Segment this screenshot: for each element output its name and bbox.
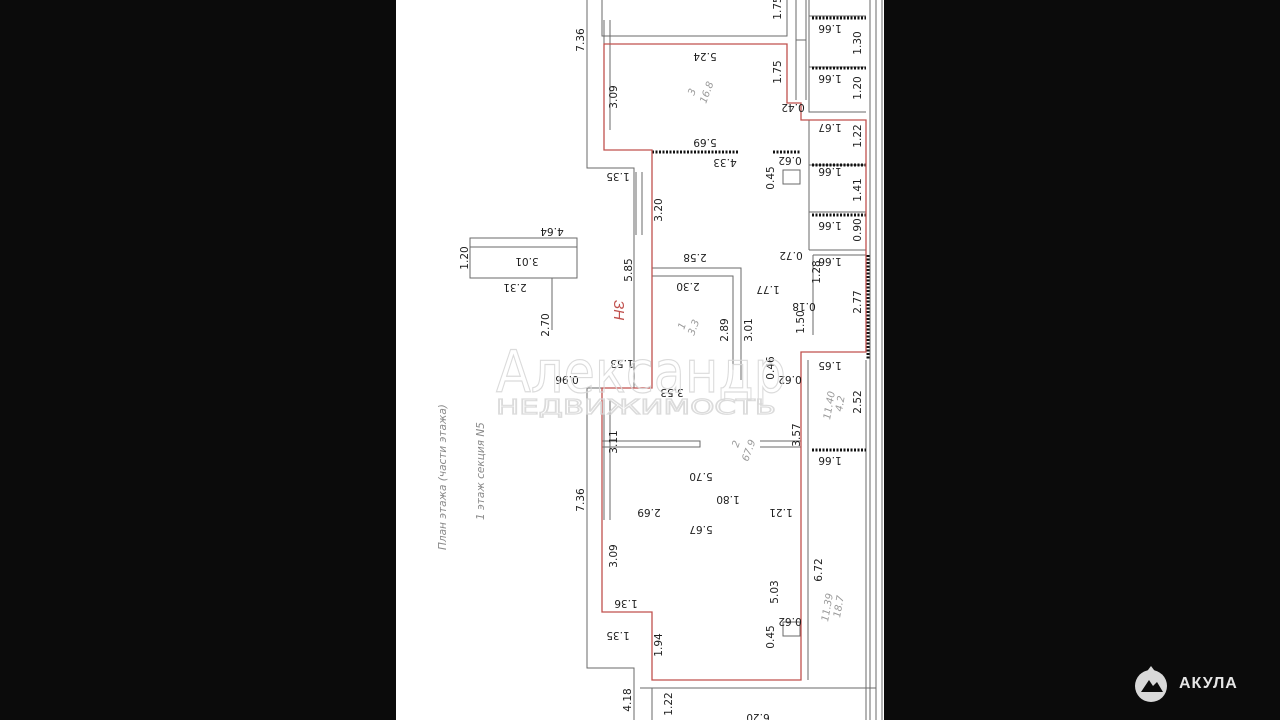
dimension-label: 4.64	[540, 225, 564, 237]
dimension-label: 2.89	[719, 318, 731, 341]
dimension-label: 0.96	[555, 373, 579, 385]
dimension-label: 1.67	[818, 121, 841, 133]
room-number: 11.40	[822, 390, 838, 420]
dimension-label: 1.53	[610, 357, 633, 369]
hatched-walls	[652, 16, 870, 452]
dimension-label: 5.67	[689, 523, 712, 535]
dimension-label: 1.66	[818, 454, 842, 466]
dimension-label: 3.53	[660, 386, 683, 398]
room-area: 18.7	[832, 594, 847, 618]
dimension-label: 1.80	[716, 493, 739, 505]
unit-outline	[601, 43, 867, 681]
dimension-label: 2.77	[852, 290, 864, 313]
dimension-label: 1.66	[818, 219, 842, 231]
dimension-label: 0.62	[778, 154, 801, 166]
dimension-label: 3.01	[515, 255, 538, 267]
dimension-label: 7.36	[575, 488, 587, 512]
dimension-label: 1.22	[852, 124, 864, 147]
dimension-label: 1.36	[614, 597, 638, 609]
room-area: 4.2	[834, 395, 848, 413]
room-number: 1	[676, 321, 689, 331]
dimension-label: 5.03	[769, 580, 781, 603]
dimension-label: 1.28	[811, 260, 823, 283]
dimension-label: 1.50	[795, 310, 807, 333]
dimensions-vertical: 7.36 1.75 1.75 3.09 1.30 1.20 1.22 1.41 …	[459, 0, 864, 716]
dimension-label: 3.01	[743, 318, 755, 341]
dimension-label: 1.66	[818, 255, 842, 267]
dimension-label: 1.22	[663, 692, 675, 715]
dimension-label: 2.30	[676, 280, 699, 292]
dimension-label: 1.77	[756, 283, 779, 295]
dimension-label: 1.75	[772, 0, 784, 20]
dimension-label: 6.20	[746, 711, 769, 720]
dimension-label: 0.62	[778, 615, 801, 627]
dimension-label: 2.69	[637, 506, 660, 518]
dimension-label: 3.09	[608, 85, 620, 108]
dimension-label: 1.66	[818, 72, 842, 84]
dimension-label: 1.65	[818, 359, 841, 371]
dimension-label: 7.36	[575, 28, 587, 52]
dimension-label: 4.33	[713, 156, 736, 168]
shark-logo-icon	[1135, 666, 1167, 702]
brand-logo: АКУЛА	[1133, 664, 1238, 704]
room-number: 3	[686, 87, 699, 97]
dimension-label: 0.62	[778, 373, 801, 385]
dimension-label: 1.94	[653, 633, 665, 657]
dimension-label: 0.90	[852, 218, 864, 241]
dimension-label: 1.21	[769, 506, 792, 518]
dimension-label: 0.46	[765, 356, 777, 380]
room-area: 3.3	[686, 318, 702, 337]
dimensions-horizontal: 5.24 5.69 4.33 1.35 4.64 3.01 2.31 2.58 …	[503, 22, 841, 720]
watermark-line1: Александр	[496, 338, 786, 406]
dimension-label: 6.72	[813, 558, 825, 581]
dimension-label: 1.41	[852, 178, 864, 201]
dimension-label: 5.69	[693, 136, 716, 148]
dimension-label: 0.18	[792, 300, 815, 312]
brand-name: АКУЛА	[1179, 675, 1238, 692]
marker-label: ЗН	[610, 300, 627, 320]
dimension-label: 2.70	[540, 313, 552, 336]
dimension-label: 1.35	[606, 170, 629, 182]
dimension-label: 1.66	[818, 22, 842, 34]
room-labels: 3 16.8 1 3.3 2 67.9 11.40 4.2 11.39 18.7	[676, 80, 847, 622]
dimension-label: 3.09	[608, 544, 620, 567]
dimension-label: 1.20	[459, 246, 471, 269]
plan-subtitle: 1 этаж секция N5	[475, 422, 487, 520]
plan-title: План этажа (части этажа)	[437, 404, 449, 550]
room-number: 11.39	[820, 592, 836, 622]
dimension-label: 1.20	[852, 76, 864, 99]
dimension-label: 0.72	[779, 249, 802, 261]
dimension-label: 1.75	[772, 60, 784, 83]
room-number: 2	[730, 439, 743, 449]
dimension-label: 0.42	[781, 101, 804, 113]
watermark-line2: НЕДВИЖИМОСТЬ	[496, 395, 776, 419]
dimension-label: 1.30	[852, 31, 864, 54]
dimension-label: 3.57	[791, 423, 803, 446]
dimension-label: 3.20	[653, 198, 665, 221]
dimension-label: 4.18	[622, 688, 634, 711]
dimension-label: 2.31	[503, 281, 526, 293]
dimension-label: 0.45	[765, 166, 777, 189]
dimension-label: 1.35	[606, 629, 629, 641]
watermark: Александр НЕДВИЖИМОСТЬ	[495, 337, 786, 419]
dimension-label: 2.58	[683, 251, 706, 263]
dimension-label: 2.52	[852, 390, 864, 413]
dimension-label: 5.85	[623, 258, 635, 281]
dimension-label: 5.70	[689, 470, 712, 482]
dimension-label: 1.66	[818, 165, 842, 177]
dimension-label: 5.24	[693, 50, 717, 62]
dimension-label: 3.11	[608, 430, 620, 453]
dimension-label: 0.45	[765, 625, 777, 648]
